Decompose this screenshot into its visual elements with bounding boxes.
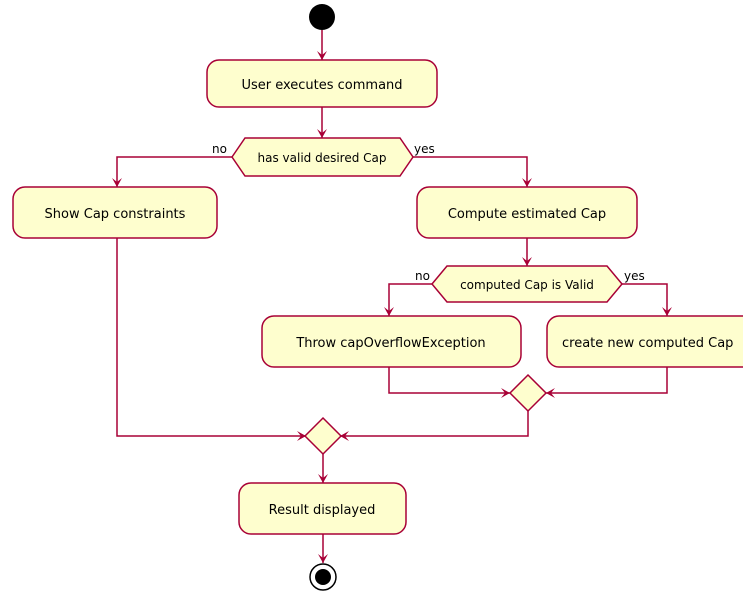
edge-merge-to-merge	[340, 410, 529, 437]
branch-label-yes: yes	[414, 142, 435, 156]
decision-label: computed Cap is Valid	[460, 278, 594, 292]
edge-decision-yes	[412, 156, 528, 187]
edge-decision2-no	[388, 283, 432, 316]
arrow-down-icon	[318, 474, 328, 483]
branch-label-no: no	[415, 269, 430, 283]
activity-create-new: create new computed Cap	[546, 315, 743, 368]
activity-label: Compute estimated Cap	[448, 207, 606, 222]
activity-label: create new computed Cap	[562, 336, 733, 351]
merge-node	[508, 373, 548, 413]
arrow-down-icon	[318, 554, 328, 563]
decision-label: has valid desired Cap	[258, 151, 387, 165]
activity-label: Throw capOverflowException	[295, 336, 485, 351]
start-node	[309, 4, 335, 30]
arrow-down-icon	[384, 307, 394, 316]
branch-label-no: no	[212, 142, 227, 156]
connectors	[116, 30, 668, 563]
arrowheads	[112, 51, 672, 563]
activity-compute-cap: Compute estimated Cap	[416, 186, 638, 239]
arrow-down-icon	[662, 307, 672, 316]
edge-decision-no	[116, 156, 232, 187]
arrow-right-icon	[297, 431, 306, 441]
decision-computed-valid: computed Cap is Valid	[431, 265, 623, 303]
arrow-left-icon	[340, 431, 349, 441]
activity-label: Result displayed	[269, 503, 376, 518]
activity-user-executes: User executes command	[206, 59, 438, 108]
activity-label: Show Cap constraints	[45, 207, 186, 222]
end-node	[309, 563, 337, 591]
arrow-down-icon	[317, 51, 327, 60]
arrow-left-icon	[546, 388, 555, 398]
branch-label-yes: yes	[624, 269, 645, 283]
edge-create-to-merge	[546, 367, 668, 394]
merge-node	[303, 416, 343, 456]
arrow-down-icon	[317, 129, 327, 138]
activity-show-constraints: Show Cap constraints	[12, 186, 218, 239]
decision-has-valid: has valid desired Cap	[231, 137, 414, 177]
activity-result-displayed: Result displayed	[238, 482, 407, 535]
edge-decision2-yes	[621, 283, 668, 316]
arrow-down-icon	[522, 257, 532, 266]
edge-show-to-merge	[116, 238, 306, 437]
arrow-down-icon	[522, 178, 532, 187]
arrow-down-icon	[112, 178, 122, 187]
arrow-right-icon	[501, 388, 510, 398]
activity-label: User executes command	[241, 78, 402, 93]
activity-throw-exception: Throw capOverflowException	[261, 315, 522, 368]
edge-throw-to-merge	[388, 367, 510, 394]
